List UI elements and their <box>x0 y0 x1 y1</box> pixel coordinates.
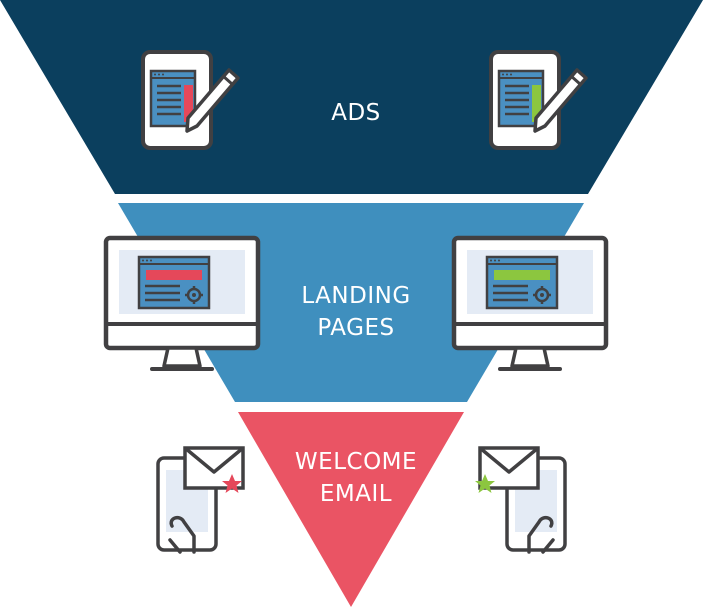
phone-email-icon <box>475 446 567 554</box>
funnel-email-segment <box>238 412 464 607</box>
tablet-edit-icon <box>141 50 240 150</box>
email-label-line1: WELCOME <box>294 449 418 475</box>
monitor-webpage-icon <box>454 238 606 369</box>
monitor-webpage-icon <box>106 238 258 369</box>
welcome-email-label: WELCOME EMAIL <box>266 446 446 510</box>
ads-label-text: ADS <box>331 100 381 126</box>
email-label-line2: EMAIL <box>319 481 393 507</box>
ads-label: ADS <box>281 97 431 129</box>
landing-label-line1: LANDING <box>301 283 411 309</box>
phone-email-icon <box>156 446 245 554</box>
landing-pages-label: LANDING PAGES <box>266 280 446 344</box>
tablet-edit-icon <box>489 50 588 150</box>
landing-label-line2: PAGES <box>317 315 395 341</box>
